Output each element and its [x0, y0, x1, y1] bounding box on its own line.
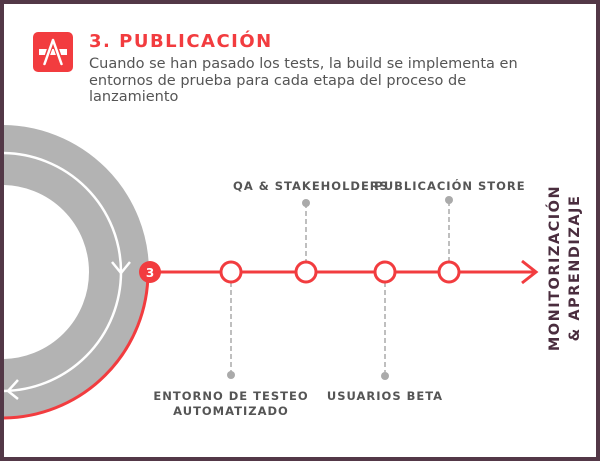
- timeline-arrow-icon: [521, 259, 539, 285]
- stage-node-beta: [373, 260, 397, 284]
- label-line: ENTORNO DE TESTEO: [153, 389, 309, 403]
- connector-dot: [227, 371, 235, 379]
- step-number: 3: [146, 266, 154, 280]
- label-testing-environment: ENTORNO DE TESTEO AUTOMATIZADO: [153, 389, 308, 419]
- infographic-panel: 3. PUBLICACIÓN Cuando se han pasado los …: [4, 4, 596, 457]
- cycle-arrow-head-icon: [111, 261, 131, 275]
- connector-dot: [302, 199, 310, 207]
- section-title: 3. PUBLICACIÓN: [89, 31, 273, 52]
- lifecycle-ring: [4, 125, 149, 419]
- lifecycle-progress-arc: [4, 271, 150, 420]
- label-qa-stakeholders: QA & STAKEHOLDERS: [233, 179, 389, 193]
- cycle-arrow-head-icon: [6, 379, 19, 400]
- release-pipeline-diagram: 3: [4, 125, 539, 420]
- connector-dot: [445, 196, 453, 204]
- end-label-line: & APRENDIZAJE: [567, 194, 583, 342]
- label-beta-users: USUARIOS BETA: [326, 389, 444, 403]
- app-store-icon: [33, 32, 73, 72]
- end-label-line: MONITORIZACIÓN: [547, 184, 563, 352]
- step-number-badge: [139, 261, 161, 283]
- stage-node-store: [437, 260, 461, 284]
- label-store-publication: PUBLICACIÓN STORE: [374, 179, 526, 193]
- end-label-monitoring: MONITORIZACIÓN & APRENDIZAJE: [545, 185, 585, 351]
- stage-node-testing: [219, 260, 243, 284]
- label-line: AUTOMATIZADO: [173, 404, 289, 418]
- stage-node-qa: [294, 260, 318, 284]
- connector-dot: [381, 372, 389, 380]
- section-description: Cuando se han pasado los tests, la build…: [89, 56, 518, 105]
